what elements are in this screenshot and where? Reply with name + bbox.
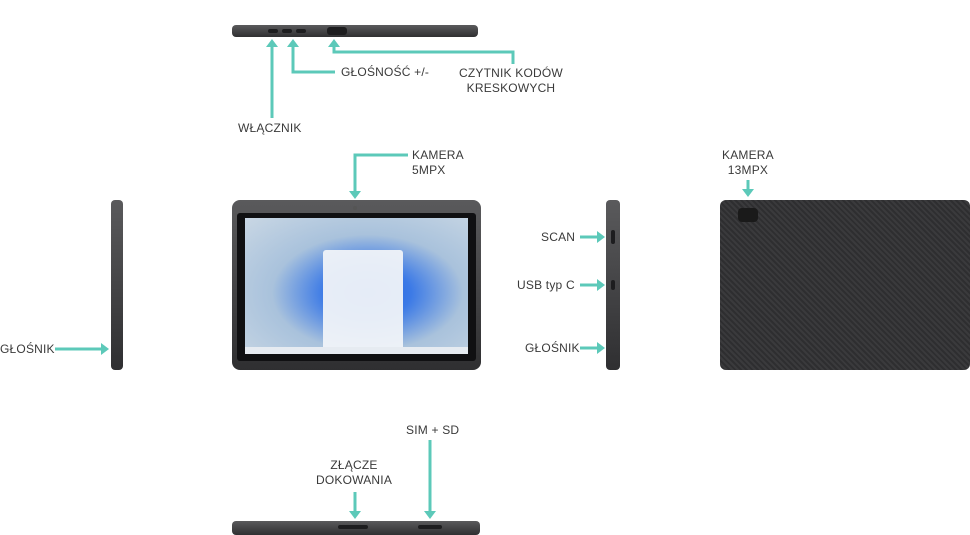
barcode-label: CZYTNIK KODÓW KRESKOWYCH [459,66,563,95]
volume-up-button [282,29,292,33]
arrowhead [287,39,299,47]
volume-label: GŁOŚNOŚĆ +/- [341,65,430,79]
front-camera [353,206,357,210]
tablet-back [720,200,970,370]
arrowhead [349,511,361,519]
tablet-bottom-edge [232,521,480,535]
speaker-left-label: GŁOŚNIK [0,342,55,356]
usb-c-port [611,280,615,290]
barcode-scanner-window [327,27,347,35]
arrowhead [742,189,754,197]
tablet-screen [237,213,476,361]
usb-label: USB typ C [517,278,575,292]
power-label: WŁĄCZNIK [238,121,302,135]
docking-connector [338,525,368,529]
arrowhead [101,343,109,355]
dock-label: ZŁĄCZE DOKOWANIA [316,458,393,487]
power-button [268,29,278,33]
tablet-front [232,200,481,370]
speaker-right-label: GŁOŚNIK [525,341,580,355]
arrowhead [349,191,361,199]
arrowhead [597,342,605,354]
arrowhead [597,231,605,243]
rear-camera-label: KAMERA 13MPX [722,148,774,177]
sim-sd-slot [418,525,442,529]
arrowhead [328,39,340,47]
taskbar [245,347,468,354]
volume-callout-line [291,46,335,74]
scan-button [611,230,615,244]
tablet-right-side [606,200,620,370]
front-camera-label: KAMERA 5MPX [412,148,464,177]
start-menu [323,250,403,350]
volume-down-button [296,29,306,33]
rear-camera-module [738,208,758,222]
barcode-callout-line [332,46,515,64]
arrowhead [266,39,278,47]
wallpaper [245,218,468,354]
tablet-left-side [111,200,123,370]
tablet-top-edge [232,25,478,37]
arrowhead [597,279,605,291]
scan-label: SCAN [541,230,576,244]
arrowhead [424,511,436,519]
sim-sd-label: SIM + SD [406,423,460,437]
front-camera-callout-line [353,153,408,192]
